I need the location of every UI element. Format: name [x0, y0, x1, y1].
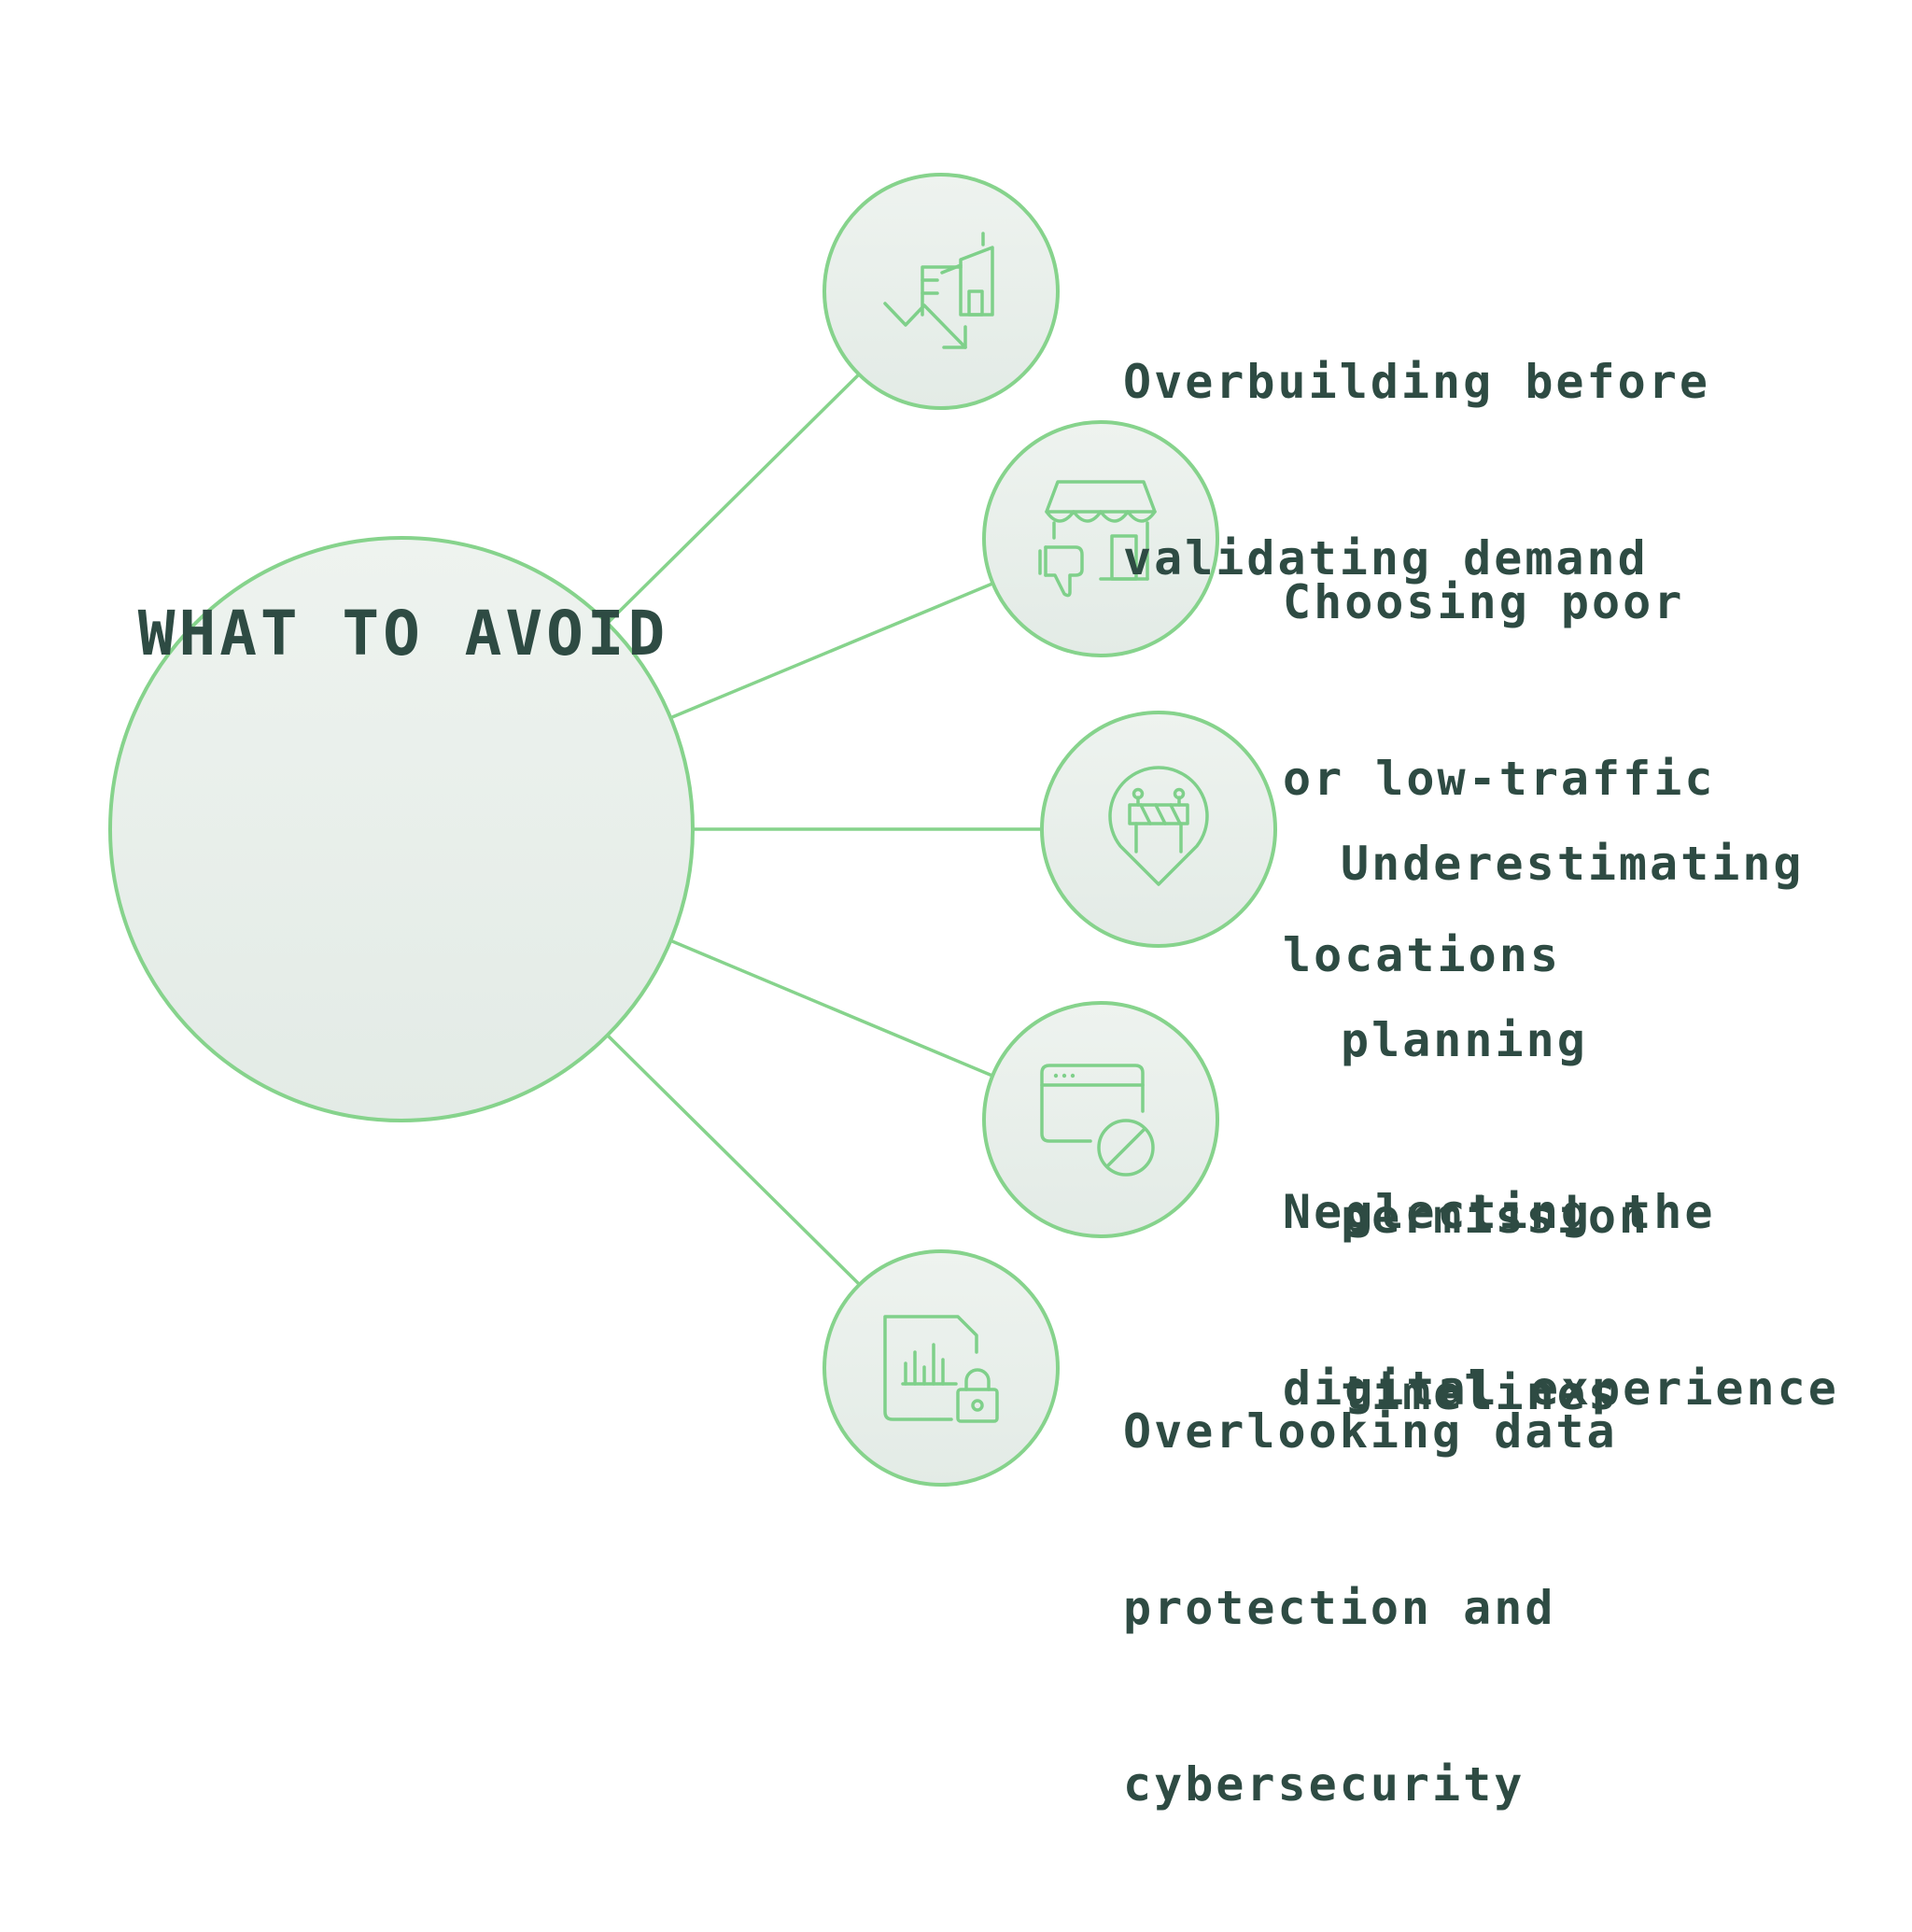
connectors: [605, 371, 1040, 1288]
node-circle-1: [822, 173, 1060, 410]
declining-building-icon: [883, 232, 994, 349]
diagram-canvas: WHAT TO AVOID Overbuilding before valida…: [108, 173, 1839, 1812]
item-label-data-protection: Overlooking data protection and cybersec…: [1123, 1404, 1618, 1812]
node-circle-3: [1040, 711, 1277, 948]
roadblock-location-pin-icon: [1108, 766, 1209, 886]
hub-circle: [108, 536, 695, 1122]
diagram-svg: [108, 173, 1277, 1487]
hub-title: WHAT TO AVOID: [137, 597, 669, 670]
document-chart-lock-icon: [883, 1315, 999, 1423]
connector-4: [671, 939, 993, 1078]
connector-2: [671, 582, 993, 719]
storefront-thumbs-down-icon: [1038, 480, 1157, 598]
connector-5: [605, 1033, 863, 1288]
connector-1: [605, 371, 863, 626]
node-circle-5: [822, 1249, 1060, 1487]
item-label-locations: Choosing poor or low-traffic locations: [1283, 575, 1716, 982]
node-circle-4: [982, 1001, 1219, 1238]
item-label-digital-experience: Neglecting the digital experience: [1283, 1185, 1839, 1416]
node-circles: [822, 173, 1277, 1487]
browser-blocked-icon: [1040, 1064, 1155, 1177]
item-label-planning: Underestimating planning permission time…: [1341, 837, 1805, 1420]
item-label-overbuilding: Overbuilding before validating demand: [1123, 355, 1710, 585]
node-circle-2: [982, 420, 1219, 657]
